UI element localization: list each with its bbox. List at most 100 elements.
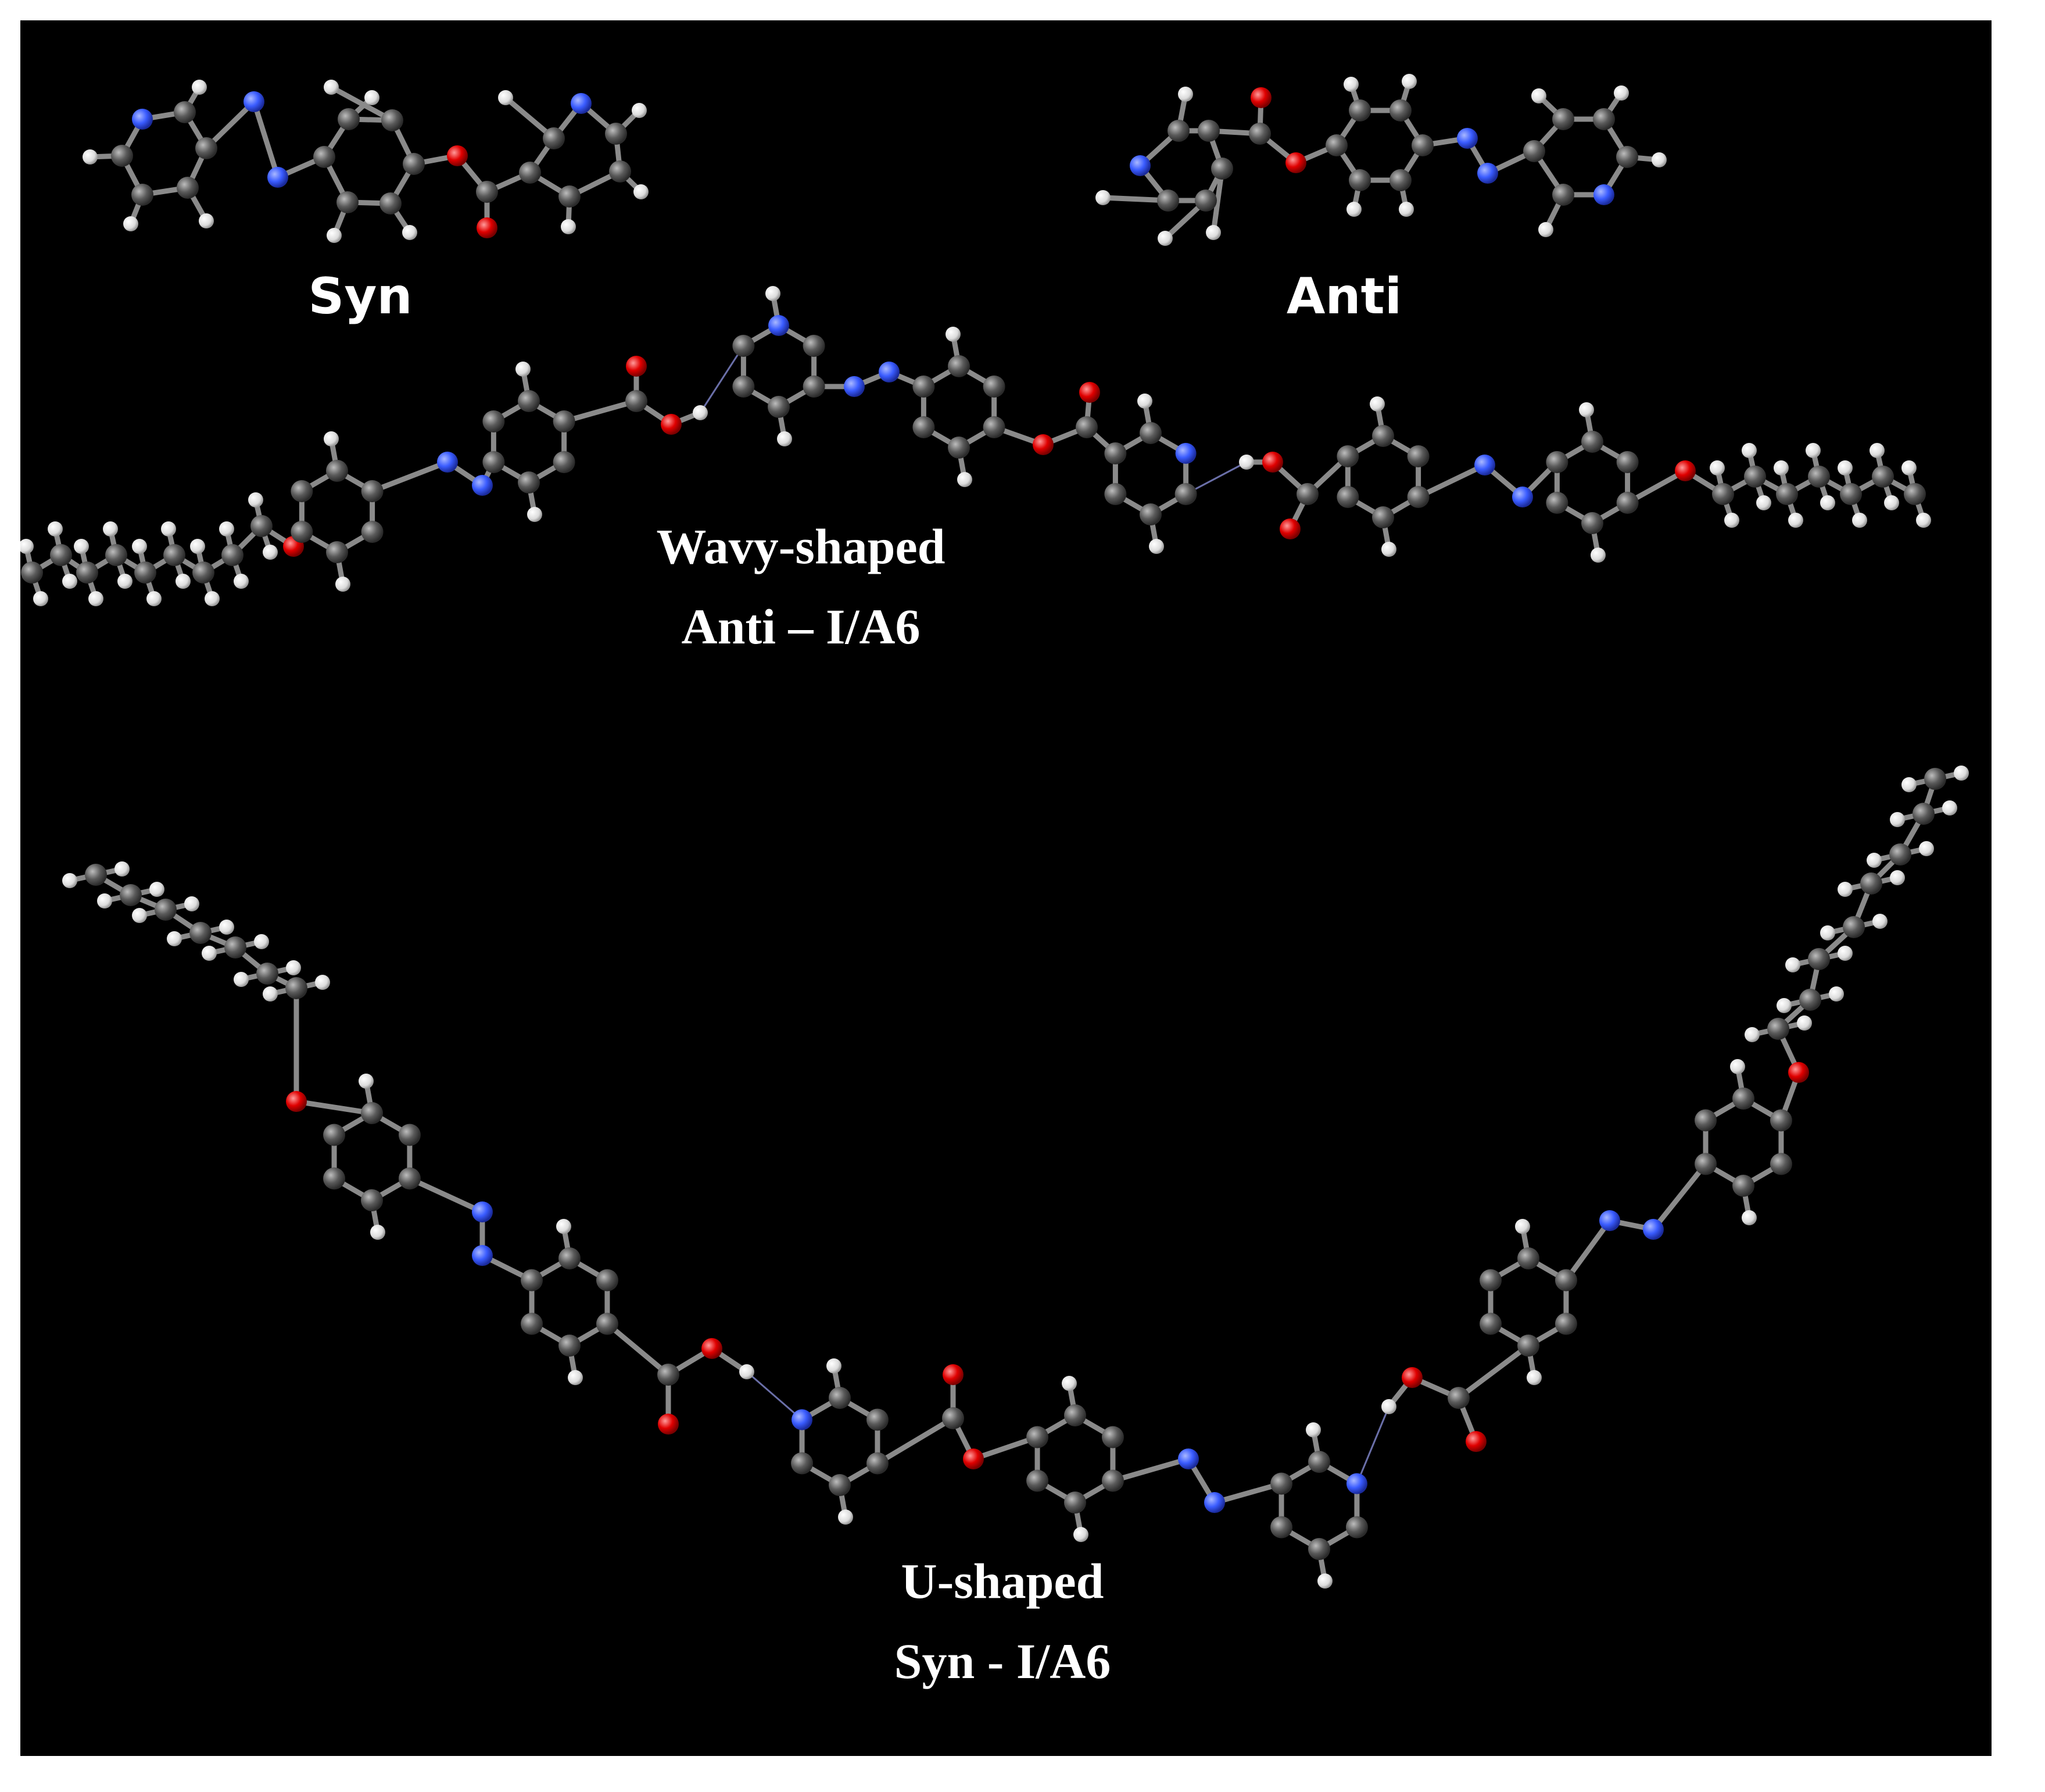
bonds: [67, 770, 1964, 1584]
carbon-atom: [983, 375, 1005, 398]
oxygen-atom: [1675, 460, 1696, 481]
hydrogen-atom: [1916, 513, 1931, 528]
carbon-atom: [625, 390, 647, 412]
oxygen-atom: [447, 145, 468, 166]
hydrogen-atom: [1890, 870, 1905, 885]
carbon-atom: [1517, 1335, 1539, 1357]
carbon-atom: [1555, 1312, 1577, 1335]
hydrogen-atom: [190, 539, 205, 554]
bond: [1212, 1481, 1284, 1505]
carbon-atom: [1140, 503, 1162, 525]
carbon-atom: [768, 396, 790, 418]
hydrogen-atom: [161, 521, 176, 536]
carbon-atom: [1372, 506, 1394, 528]
oxygen-atom: [943, 1364, 964, 1385]
oxygen-atom: [1079, 382, 1100, 403]
carbon-atom: [1104, 442, 1127, 464]
oxygen-atom: [1280, 518, 1301, 539]
hydrogen-atom: [1402, 74, 1417, 89]
hydrogen-atom: [20, 539, 34, 554]
hydrogen-atom: [1785, 957, 1800, 972]
carbon-atom: [1808, 466, 1830, 488]
nitrogen-atom: [472, 1201, 493, 1222]
carbon-atom: [983, 416, 1005, 438]
carbon-atom: [326, 541, 348, 563]
carbon-atom: [326, 460, 348, 482]
hydrogen-atom: [826, 1358, 841, 1373]
bond: [293, 1099, 375, 1116]
hydrogen-atom: [234, 972, 249, 987]
carbon-atom: [1349, 169, 1371, 191]
oxygen-atom: [1402, 1367, 1423, 1388]
hydrogen-atom: [1820, 925, 1835, 940]
carbon-atom: [1924, 768, 1946, 790]
hydrogen-atom: [1806, 443, 1821, 458]
bond: [370, 459, 450, 494]
hydrogen-atom: [1591, 548, 1606, 563]
carbon-atom: [195, 137, 217, 159]
hydrogen-atom: [1797, 1015, 1812, 1031]
wavy-shaped-label: Wavy-shaped Anti – I/A6: [656, 506, 945, 667]
carbon-atom: [1101, 1426, 1124, 1448]
hydrogen-atom: [1381, 542, 1396, 557]
oxygen-atom: [1251, 87, 1272, 108]
carbon-atom: [1860, 872, 1882, 895]
hydrogen-atom: [1954, 766, 1969, 781]
carbon-atom: [1555, 1269, 1577, 1292]
hydrogen-atom: [1149, 539, 1164, 554]
carbon-atom: [1140, 422, 1162, 444]
carbon-atom: [948, 355, 970, 377]
carbon-atom: [1799, 989, 1821, 1011]
hydrogen-atom: [192, 80, 207, 95]
carbon-atom: [1026, 1469, 1049, 1492]
carbon-atom: [1407, 445, 1430, 467]
carbon-atom: [948, 437, 970, 459]
hydrogen-atom: [1306, 1422, 1321, 1437]
carbon-atom: [1198, 120, 1220, 142]
wavy-shaped-complex: [20, 286, 1931, 606]
oxygen-atom: [661, 414, 682, 435]
wavy-shaped-title: Wavy-shaped: [656, 518, 946, 574]
carbon-atom: [1337, 486, 1359, 508]
carbon-atom: [85, 864, 107, 886]
hydrogen-atom: [1852, 513, 1867, 528]
carbon-atom: [1389, 169, 1412, 191]
atoms: [83, 80, 649, 243]
hydrogen-atom: [1872, 914, 1888, 929]
hydrogen-atom: [527, 507, 542, 522]
bond: [251, 99, 281, 180]
carbon-atom: [1064, 1404, 1086, 1426]
carbon-atom: [1326, 134, 1348, 156]
carbon-atom: [1732, 1175, 1754, 1197]
hydrogen-atom: [1788, 513, 1803, 528]
hydrogen-atom: [103, 521, 118, 536]
hydrogen-bond: [746, 1371, 803, 1421]
hydrogen-atom: [117, 574, 132, 589]
anti-label: Anti: [1286, 267, 1402, 326]
bonds: [23, 291, 1926, 602]
carbon-atom: [1101, 1469, 1124, 1492]
nitrogen-atom: [1130, 155, 1151, 176]
carbon-atom: [1770, 1109, 1792, 1132]
hydrogen-atom: [1538, 222, 1553, 237]
hydrogen-atom: [838, 1510, 853, 1525]
carbon-atom: [134, 561, 156, 584]
carbon-atom: [1616, 492, 1639, 514]
carbon-atom: [1345, 1516, 1368, 1539]
hydrogen-atom: [402, 225, 417, 240]
hydrogen-atom: [1531, 88, 1546, 103]
carbon-atom: [1546, 492, 1568, 514]
oxygen-atom: [1285, 152, 1306, 173]
carbon-atom: [291, 480, 313, 502]
hydrogen-atom: [83, 149, 98, 164]
hydrogen-atom: [167, 931, 182, 946]
bond: [1416, 462, 1488, 500]
hydrogen-atom: [1919, 841, 1934, 856]
carbon-atom: [482, 410, 505, 432]
bond: [875, 1415, 956, 1466]
carbon-atom: [189, 922, 212, 944]
bond: [328, 84, 395, 123]
carbon-atom: [291, 521, 313, 543]
hydrogen-atom: [1838, 460, 1853, 475]
carbon-atom: [1064, 1491, 1086, 1514]
